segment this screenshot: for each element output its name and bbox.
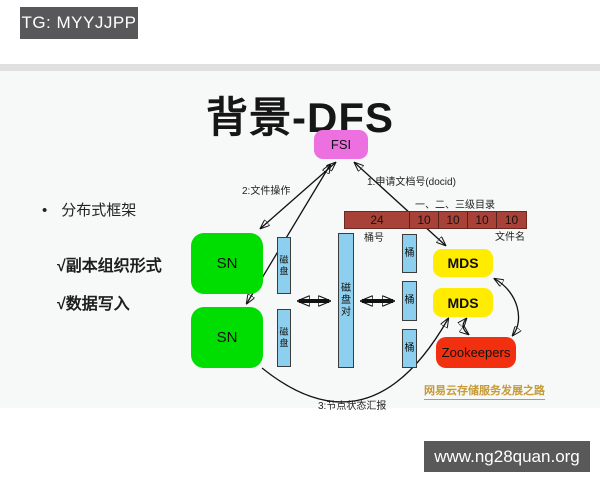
docid-table-cell: 24 <box>345 212 410 228</box>
docid-table-cell: 10 <box>468 212 497 228</box>
node-fsi: FSI <box>314 130 368 159</box>
bullet-dot: • <box>42 202 48 219</box>
bullet-label: 分布式框架 <box>61 202 137 219</box>
bullet-item-framework: • 分布式框架 <box>42 199 136 220</box>
page-title: 背景-DFS <box>206 94 394 141</box>
arrow-mds2-zookeepers <box>463 319 468 334</box>
arrow-mds1-zookeepers <box>495 279 519 335</box>
annotation-file-operation: 2:文件操作 <box>242 186 291 197</box>
bar-bucket-2: 桶 <box>402 281 417 321</box>
annotation-node-status-report: 3:节点状态汇报 <box>318 401 387 412</box>
website-url-badge: www.ng28quan.org <box>424 441 590 472</box>
annotation-request-docid: 1:申请文档号(docid) <box>367 177 456 188</box>
docid-table-cell: 10 <box>410 212 439 228</box>
node-mds-2: MDS <box>433 288 493 317</box>
node-sn-2: SN <box>191 307 263 368</box>
bar-bucket-1: 桶 <box>402 234 417 273</box>
watermark-link: 网易云存储服务发展之路 <box>424 382 545 400</box>
docid-table-cell: 10 <box>497 212 526 228</box>
bar-disk-2: 磁盘 <box>277 309 291 367</box>
node-mds-1: MDS <box>433 249 493 277</box>
bar-disk-pair: 磁盘对 <box>338 233 354 368</box>
label-directory-levels: 一、二、三级目录 <box>415 200 495 211</box>
label-file-name: 文件名 <box>495 232 525 243</box>
bar-bucket-3: 桶 <box>402 329 417 368</box>
node-sn-1: SN <box>191 233 263 294</box>
label-bucket-number: 桶号 <box>364 233 384 244</box>
telegram-badge: TG: MYYJJPP <box>20 7 138 39</box>
docid-table: 24 10 10 10 10 <box>344 211 527 229</box>
bullet-item-data-write: √数据写入 <box>57 296 130 313</box>
docid-table-cell: 10 <box>439 212 468 228</box>
bar-disk-1: 磁盘 <box>277 237 291 294</box>
bullet-item-replica-organization: √副本组织形式 <box>57 258 162 275</box>
node-zookeepers: Zookeepers <box>436 337 516 368</box>
